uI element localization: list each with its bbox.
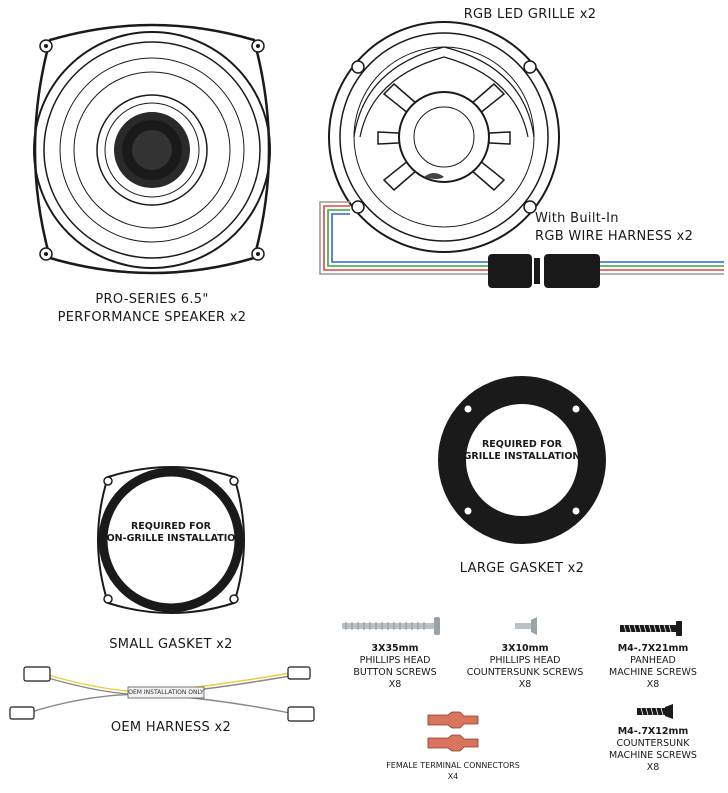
female-terminal-connectors	[427, 711, 479, 752]
screw-line2-4: MACHINE SCREWS	[609, 750, 697, 761]
large-gasket-inner-line1: REQUIRED FOR	[481, 439, 562, 450]
screw-label-3: M4-.7X21mm PANHEAD MACHINE SCREWS X8	[598, 643, 708, 691]
screw-countersunk-12mm	[637, 704, 673, 719]
large-gasket-label-text: LARGE GASKET x2	[459, 561, 585, 576]
screw-line1-3: PANHEAD	[630, 655, 676, 666]
small-gasket-inner-line1: REQUIRED FOR	[130, 521, 211, 532]
large-gasket-inner-line2: GRILLE INSTALLATION	[463, 451, 581, 462]
harness-line2: RGB WIRE HARNESS x2	[535, 229, 694, 244]
speaker-illustration	[33, 23, 271, 275]
screw-size-2: 3X10mm	[501, 643, 549, 654]
screw-qty-3: X8	[646, 679, 660, 690]
screw-line1-1: PHILLIPS HEAD	[359, 655, 431, 666]
speaker-label-line1: PRO-SERIES 6.5"	[95, 292, 209, 307]
screw-size-3: M4-.7X21mm	[617, 643, 689, 654]
oem-harness-label: OEM HARNESS x2	[76, 719, 266, 737]
grille-harness-label: With Built-In RGB WIRE HARNESS x2	[535, 210, 715, 246]
grille-title-text: RGB LED GRILLE x2	[463, 7, 597, 22]
small-gasket-label: SMALL GASKET x2	[76, 636, 266, 654]
harness-line1: With Built-In	[535, 211, 619, 226]
small-gasket-illustration	[97, 466, 245, 614]
screw-size-4: M4-.7X12mm	[617, 726, 689, 737]
small-gasket-inner-text: REQUIRED FOR NON-GRILLE INSTALLATION	[86, 521, 256, 545]
oem-harness-label-text: OEM HARNESS x2	[110, 720, 232, 735]
large-gasket-illustration	[438, 376, 606, 544]
screw-label-1: 3X35mm PHILLIPS HEAD BUTTON SCREWS X8	[340, 643, 450, 691]
screw-label-2: 3X10mm PHILLIPS HEAD COUNTERSUNK SCREWS …	[460, 643, 590, 691]
screw-qty-2: X8	[518, 679, 532, 690]
screw-size-1: 3X35mm	[371, 643, 419, 654]
screw-label-4: M4-.7X12mm COUNTERSUNK MACHINE SCREWS X8	[598, 726, 708, 774]
large-gasket-label: LARGE GASKET x2	[430, 560, 614, 578]
connectors-line1: FEMALE TERMINAL CONNECTORS	[386, 761, 520, 770]
screw-line1-4: COUNTERSUNK	[616, 738, 690, 749]
rgb-wire-harness	[319, 201, 724, 288]
screw-line2-2: COUNTERSUNK SCREWS	[466, 667, 584, 678]
grille-illustration	[328, 21, 560, 253]
oem-harness-tag-text: OEM INSTALLATION ONLY	[128, 689, 204, 696]
screw-panhead-21mm	[620, 621, 682, 636]
screw-line2-3: MACHINE SCREWS	[609, 667, 697, 678]
screw-button-35mm	[342, 617, 440, 635]
oem-harness-illustration	[9, 666, 315, 722]
screw-line2-1: BUTTON SCREWS	[353, 667, 437, 678]
screw-line1-2: PHILLIPS HEAD	[489, 655, 561, 666]
screw-qty-1: X8	[388, 679, 402, 690]
connectors-qty: X4	[447, 772, 459, 781]
large-gasket-inner-text: REQUIRED FOR GRILLE INSTALLATION	[447, 439, 597, 463]
small-gasket-inner-line2: NON-GRILLE INSTALLATION	[98, 533, 244, 544]
connectors-label: FEMALE TERMINAL CONNECTORS X4	[370, 760, 536, 782]
small-gasket-label-text: SMALL GASKET x2	[109, 637, 233, 652]
screw-qty-4: X8	[646, 762, 660, 773]
speaker-label: PRO-SERIES 6.5" PERFORMANCE SPEAKER x2	[22, 291, 282, 327]
speaker-label-line2: PERFORMANCE SPEAKER x2	[57, 310, 247, 325]
grille-title: RGB LED GRILLE x2	[430, 6, 630, 24]
oem-harness-tag: OEM INSTALLATION ONLY	[128, 688, 204, 698]
screw-countersunk-10mm	[515, 617, 537, 635]
